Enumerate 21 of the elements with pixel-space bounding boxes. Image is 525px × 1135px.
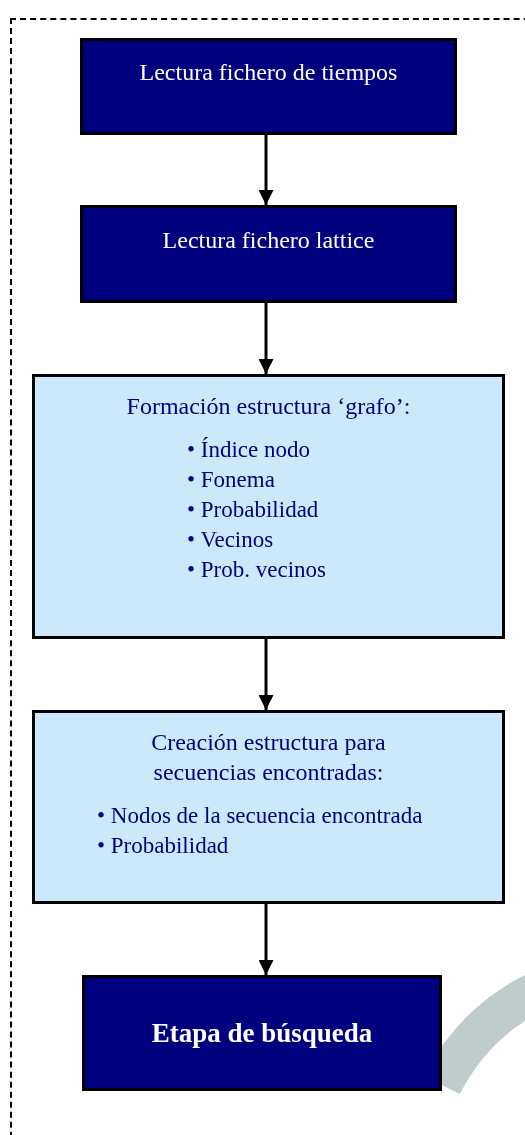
process-box xyxy=(80,38,457,135)
list-item: • Probabilidad xyxy=(97,832,230,860)
process-box xyxy=(82,975,442,1091)
process-box xyxy=(32,710,505,904)
box-title: Lectura fichero lattice xyxy=(161,226,376,255)
list-item: • Fonema xyxy=(187,466,276,494)
list-item: • Índice nodo xyxy=(187,436,312,464)
arrow xyxy=(258,904,274,975)
process-box xyxy=(80,205,457,303)
list-item: • Prob. vecinos xyxy=(187,556,327,584)
arrow xyxy=(258,303,274,374)
arrow xyxy=(258,135,274,205)
box-title: Formación estructura ‘grafo’: xyxy=(125,392,412,421)
list-item: • Nodos de la secuencia encontrada xyxy=(97,802,424,830)
box-title: Etapa de búsqueda xyxy=(150,1018,374,1048)
box-title: Lectura fichero de tiempos xyxy=(138,58,399,87)
box-title: Creación estructura para secuencias encontradas: xyxy=(150,728,387,787)
arrow xyxy=(258,639,274,710)
list-item: • Vecinos xyxy=(187,526,275,554)
process-box xyxy=(32,374,505,639)
list-item: • Probabilidad xyxy=(187,496,320,524)
